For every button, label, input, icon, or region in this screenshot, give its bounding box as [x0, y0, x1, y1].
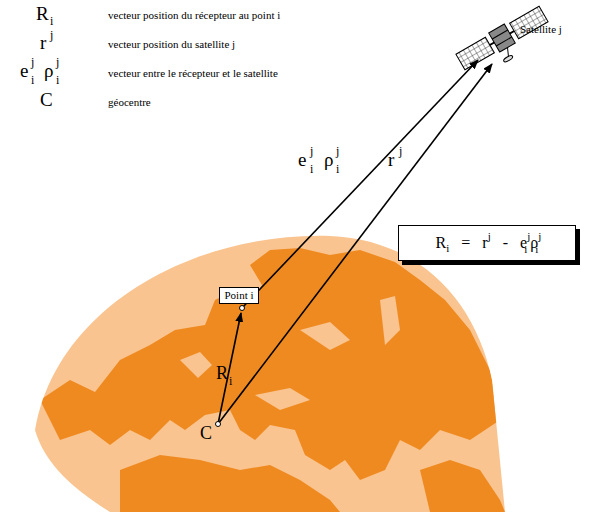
formula-index: i — [446, 243, 449, 254]
subscript: i — [310, 163, 313, 175]
formula-index: i — [524, 244, 527, 255]
superscript: j — [310, 145, 313, 157]
formula-symbol: r — [482, 235, 487, 251]
satellite-label: Satellite j — [520, 24, 562, 35]
formula-index: j — [488, 231, 491, 242]
symbol: r — [40, 33, 46, 52]
legend-text: vecteur entre le récepteur et le satelli… — [108, 68, 278, 79]
formula-index: j — [538, 231, 541, 242]
superscript: j — [56, 56, 59, 68]
symbol: R — [36, 4, 49, 23]
symbol: ρ — [324, 150, 333, 169]
globe — [35, 236, 505, 512]
symbol: e — [298, 150, 306, 169]
formula-index: i — [535, 244, 538, 255]
point-marker — [240, 306, 245, 311]
formula-box: Ri=rj-ejiρji — [398, 225, 576, 261]
subscript: i — [56, 74, 59, 86]
formula-operator: = — [461, 235, 470, 251]
symbol: C — [40, 90, 53, 109]
point-label: Point i — [224, 290, 253, 301]
subscript: i — [336, 163, 339, 175]
point-label-box: Point i — [219, 287, 259, 304]
subscript: i — [50, 15, 53, 27]
symbol: C — [200, 424, 212, 442]
formula-index: j — [527, 231, 530, 242]
superscript: j — [399, 145, 402, 157]
superscript: j — [31, 56, 34, 68]
formula-operator: - — [503, 235, 508, 251]
satellite — [455, 4, 555, 81]
subscript: i — [229, 375, 232, 387]
legend-text: géocentre — [108, 97, 151, 108]
symbol: r — [388, 150, 394, 169]
legend-text: vecteur position du satellite j — [108, 39, 235, 50]
subscript: i — [31, 74, 34, 86]
symbol: ρ — [44, 61, 53, 80]
point-marker — [216, 422, 221, 427]
symbol: R — [216, 364, 228, 382]
superscript: j — [50, 29, 53, 41]
superscript: j — [336, 145, 339, 157]
legend-text: vecteur position du récepteur au point i — [108, 10, 280, 21]
formula-symbol: R — [436, 235, 447, 251]
symbol: e — [20, 61, 28, 80]
